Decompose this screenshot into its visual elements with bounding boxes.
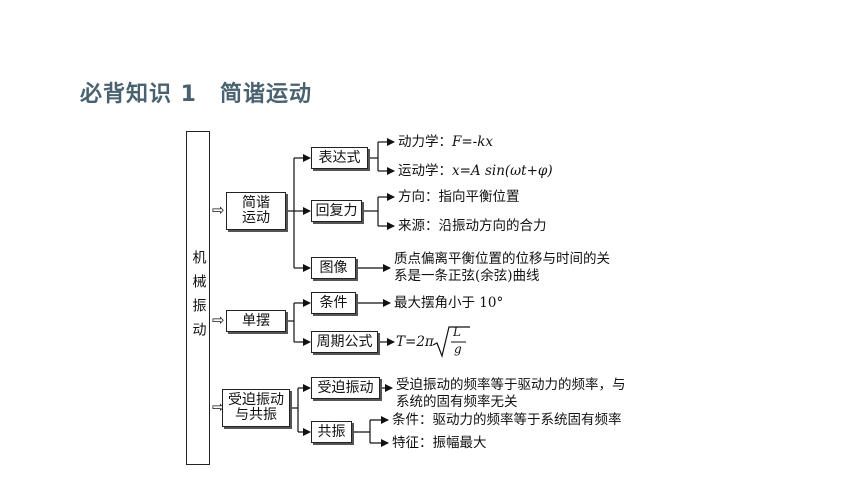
leaf-laiyuan: 来源：沿振动方向的合力 [398,218,547,234]
leaf-yundong-formula: x=A sin(ωt+φ) [452,163,553,179]
root-box: 机械振动 [186,131,210,465]
leaf-shoupo-line2: 系统的固有频率无关 [396,394,518,410]
leaf-zhouqi-formula: T=2π [396,334,434,350]
hollow-arrow-icon: ⇨ [212,398,225,416]
node-tuxiang: 图像 [311,257,356,279]
leaf-tiaojian: 最大摆角小于 10° [394,295,504,311]
node-huifuli: 回复力 [311,200,362,222]
leaf-tuxiang-line1: 质点偏离平衡位置的位移与时间的关 [394,251,610,267]
node-tiaojian: 条件 [311,292,356,314]
root-label: 机械振动 [190,250,207,346]
node-gongzhen: 共振 [311,421,352,443]
section-title: 必背知识 1 简谐运动 [80,82,312,107]
hollow-arrow-icon: ⇨ [212,311,225,329]
leaf-fangxiang: 方向：指向平衡位置 [398,189,520,205]
node-shoupo-gongzhen: 受迫振动 与共振 [222,389,290,427]
node-danbai: 单摆 [226,310,286,332]
node-shoupo: 受迫振动 [311,377,380,399]
node-biaodashi: 表达式 [311,147,368,169]
leaf-dongli-label: 动力学： [398,134,452,150]
leaf-gongzhen-tezheng: 特征：振幅最大 [392,435,487,451]
leaf-dongli-formula: F=-kx [452,134,494,150]
node-zhouqi: 周期公式 [311,331,378,353]
hollow-arrow-icon: ⇨ [212,201,225,219]
leaf-gongzhen-tiaojian: 条件：驱动力的频率等于系统固有频率 [392,412,622,428]
leaf-shoupo-line1: 受迫振动的频率等于驱动力的频率，与 [396,377,626,393]
leaf-yundong: 运动学：x=A sin(ωt+φ) [398,163,553,179]
leaf-yundong-label: 运动学： [398,163,452,179]
node-jianxie: 简谐 运动 [226,192,286,230]
leaf-dongli: 动力学：F=-kx [398,134,493,150]
formula-prefix: T=2π [396,334,434,350]
leaf-tuxiang-line2: 系是一条正弦(余弦)曲线 [394,268,540,284]
sqrt-symbol [432,326,470,359]
formula-numerator: L [453,325,461,339]
formula-denominator: g [454,342,462,356]
